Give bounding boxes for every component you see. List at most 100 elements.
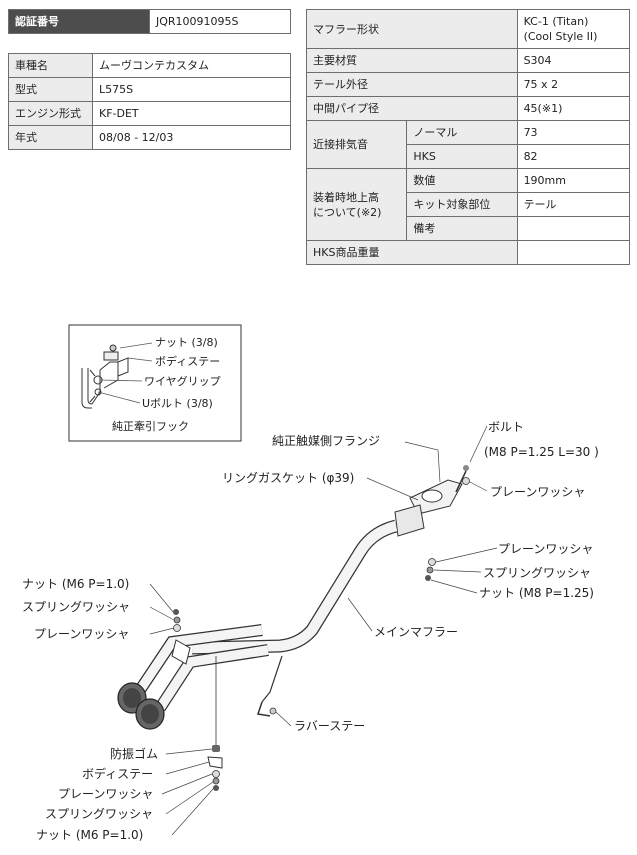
height-label-line2: について(※2): [313, 205, 382, 219]
inset-label-hook: 純正牽引フック: [112, 419, 189, 433]
vehicle-label: 年式: [8, 125, 93, 150]
cert-row: 認証番号 JQR10091095S: [8, 9, 291, 34]
bolt-part: [463, 465, 469, 471]
vehicle-row: 車種名 ムーヴコンテカスタム: [8, 53, 291, 78]
spring-washer-part: [173, 616, 181, 624]
vehicle-label: 車種名: [8, 53, 93, 78]
height-num-label: 数値: [406, 168, 518, 193]
label-plain-washer-2: プレーンワッシャ: [498, 542, 593, 556]
label-spring-washer-bottom: スプリングワッシャ: [45, 807, 153, 821]
nut-part: [173, 609, 179, 615]
label-spring-washer-1: スプリングワッシャ: [483, 566, 591, 580]
anti-vibration-rubber-part: [212, 745, 220, 752]
noise-hks-label: HKS: [406, 144, 518, 169]
label-plain-washer-1: プレーンワッシャ: [490, 485, 585, 499]
spec-row-height-note: 備考: [307, 216, 631, 241]
hanger-rod: [261, 655, 283, 703]
hook-drawing: [81, 344, 129, 409]
vehicle-table: 車種名 ムーヴコンテカスタム 型式 L575S エンジン形式 KF-DET 年式…: [8, 53, 291, 150]
ring-gasket: [421, 489, 443, 503]
noise-hks-value: 82: [516, 144, 631, 169]
vehicle-value: L575S: [92, 77, 291, 102]
certification-table: 認証番号 JQR10091095S: [8, 9, 291, 34]
inset-label-bolt: Uボルト (3/8): [142, 397, 213, 410]
plain-washer-part: [212, 770, 220, 778]
height-kit-label: キット対象部位: [406, 192, 518, 217]
label-bolt: ボルト: [488, 420, 524, 434]
material-value: S304: [516, 48, 631, 73]
plain-washer-part: [428, 558, 436, 566]
noise-normal-value: 73: [516, 120, 631, 145]
height-kit-value: テール: [516, 192, 631, 217]
height-label-line1: 装着時地上高: [313, 190, 379, 204]
shape-value-line2: (Cool Style II): [523, 30, 598, 43]
tail-pipe-upper-fill: [136, 625, 263, 693]
inset-leader: [97, 391, 141, 404]
tail-tip-upper-inner: [123, 688, 141, 708]
muffler-spec-table: マフラー形状 KC-1 (Titan) (Cool Style II) 主要材質…: [305, 9, 631, 265]
label-anti-vibration-rubber: 防振ゴム: [110, 746, 158, 761]
vehicle-label: エンジン形式: [8, 101, 93, 126]
leader-lines: [149, 425, 498, 836]
inset-leader: [119, 342, 153, 349]
parts-diagram: ナット (3/8) ボディステー ワイヤグリップ Uボルト (3/8) 純正牽引…: [22, 324, 599, 842]
material-label: 主要材質: [306, 48, 518, 73]
rubber-stay-part: [257, 701, 271, 717]
spec-row-tail: テール外径 75 x 2: [306, 72, 631, 97]
shape-value: KC-1 (Titan) (Cool Style II): [516, 9, 631, 49]
vehicle-row: 年式 08/08 - 12/03: [8, 125, 291, 150]
inset-label-stay: ボディステー: [155, 354, 220, 368]
height-note-label: 備考: [406, 216, 518, 241]
tail-pipe-lower-fill: [156, 645, 269, 711]
label-rubber-stay: ラバーステー: [294, 719, 365, 733]
spec-row-pipe: 中間パイプ径 45(※1): [306, 96, 631, 121]
label-main-muffler: メインマフラー: [374, 625, 458, 639]
height-label: 装着時地上高 について(※2): [305, 168, 408, 241]
spec-row-shape: マフラー形状 KC-1 (Titan) (Cool Style II): [306, 9, 631, 49]
pipe-value: 45(※1): [516, 96, 631, 121]
spec-row-weight: HKS商品重量: [306, 240, 631, 265]
noise-normal-label: ノーマル: [406, 120, 518, 145]
vehicle-value: KF-DET: [92, 101, 291, 126]
label-plain-washer-bottom: プレーンワッシャ: [58, 787, 153, 801]
vehicle-row: エンジン形式 KF-DET: [8, 101, 291, 126]
inset-frame: [68, 324, 242, 442]
spec-row-height-num: 装着時地上高 について(※2) 数値 190mm: [305, 168, 631, 241]
tail-label: テール外径: [306, 72, 518, 97]
label-nut-m6-bottom: ナット (M6 P=1.0): [36, 828, 143, 842]
label-nut-m8: ナット (M8 P=1.25): [479, 586, 594, 600]
pipe-label: 中間パイプ径: [306, 96, 518, 121]
vehicle-label: 型式: [8, 77, 93, 102]
inlet-section: [394, 504, 425, 537]
nut-part: [425, 575, 431, 581]
spec-row-material: 主要材質 S304: [306, 48, 631, 73]
cert-value: JQR10091095S: [149, 9, 291, 34]
label-body-stay: ボディステー: [82, 766, 153, 781]
label-bolt-spec: (M8 P=1.25 L=30 ): [484, 445, 599, 459]
spring-washer-part: [212, 777, 220, 785]
shape-label: マフラー形状: [306, 9, 518, 49]
shape-value-line1: KC-1 (Titan): [523, 15, 589, 28]
plain-washer-part: [173, 624, 181, 632]
tail-value: 75 x 2: [516, 72, 631, 97]
inset-leader: [99, 379, 143, 382]
inset-box: ナット (3/8) ボディステー ワイヤグリップ Uボルト (3/8) 純正牽引…: [68, 324, 242, 442]
label-plain-washer-top: プレーンワッシャ: [34, 627, 129, 641]
height-num-value: 190mm: [516, 168, 631, 193]
spring-washer-part: [426, 566, 434, 574]
inset-label-grip: ワイヤグリップ: [144, 374, 221, 388]
bolt-shaft: [455, 470, 467, 493]
label-nut-m6-top: ナット (M6 P=1.0): [22, 577, 129, 591]
inset-leader: [127, 357, 153, 362]
spec-row-noise-hks: HKS 82: [307, 144, 631, 169]
rubber-stay-hole: [269, 707, 277, 715]
vehicle-value: ムーヴコンテカスタム: [92, 53, 291, 78]
label-ring-gasket: リングガスケット (φ39): [222, 471, 354, 485]
muffler-drawing: [117, 465, 470, 791]
vehicle-value: 08/08 - 12/03: [92, 125, 291, 150]
noise-label: 近接排気音: [305, 120, 408, 169]
callout-labels: 純正触媒側フランジ ボルト (M8 P=1.25 L=30 ) リングガスケット…: [22, 420, 599, 842]
height-note-value: [516, 216, 631, 241]
vehicle-row: 型式 L575S: [8, 77, 291, 102]
cert-label: 認証番号: [8, 9, 150, 34]
